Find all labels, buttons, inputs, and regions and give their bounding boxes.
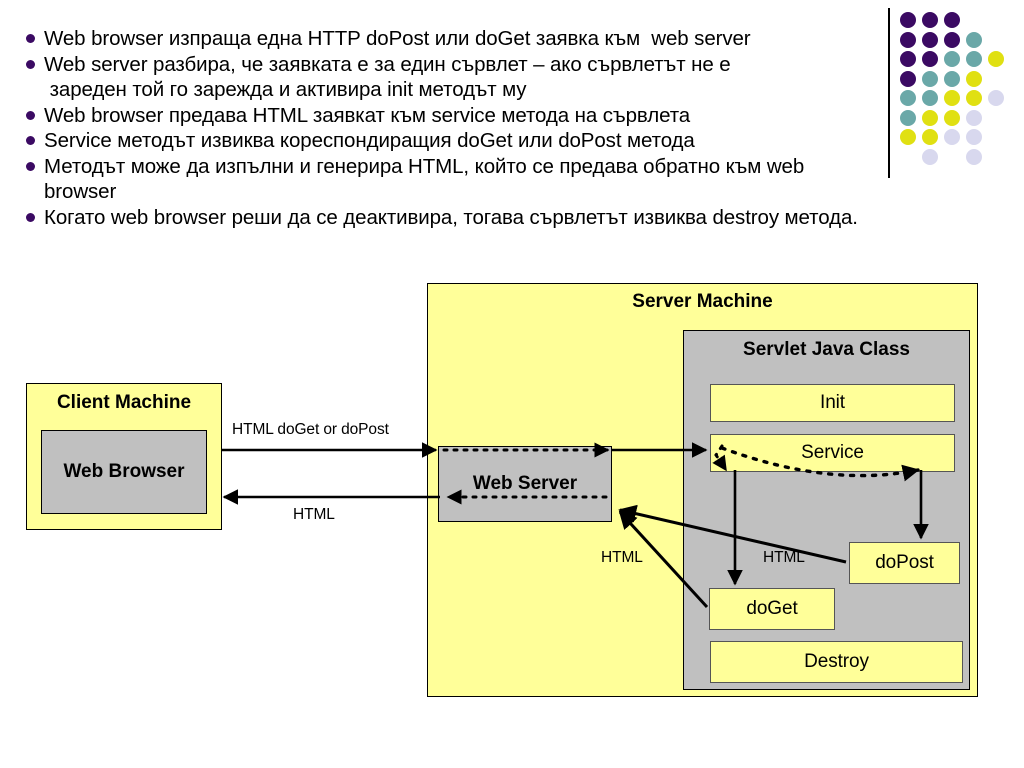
bullet-dot-icon [26, 59, 35, 69]
dot-teal-icon [900, 109, 916, 126]
dot-purple-icon [944, 31, 960, 48]
dot-lavender-icon [966, 148, 982, 165]
bullet-text: Web browser изпраща една HTTP doPost или… [44, 27, 751, 50]
dot-lavender-icon [988, 90, 1004, 106]
bullet-text: Web server разбира, че заявката е за еди… [44, 52, 731, 102]
bullet-dot-icon [26, 161, 35, 171]
bullet-dot-icon [26, 34, 35, 43]
server-machine-title: Server Machine [632, 291, 773, 312]
bullet-dot-icon [26, 136, 35, 145]
list-item: Когато web browser реши да се деактивира… [26, 205, 886, 231]
dot-row [900, 12, 1010, 32]
dot-row [900, 109, 1010, 130]
list-item: Service методът извиква кореспондиращия … [26, 128, 886, 154]
dot-grid-icon [900, 12, 1010, 168]
edge-label-response-doget: HTML [601, 549, 643, 566]
dot-purple-icon [900, 51, 916, 67]
dot-lavender-icon [922, 148, 938, 165]
method-box-destroy: Destroy [710, 641, 963, 683]
dot-purple-icon [900, 31, 916, 48]
dot-row [900, 70, 1010, 91]
list-item: Web browser предава HTML заявкат към ser… [26, 103, 886, 129]
dot-teal-icon [944, 51, 960, 67]
dot-purple-icon [922, 12, 938, 28]
dot-yellow-icon [944, 109, 960, 126]
dot-yellow-icon [900, 129, 916, 145]
dot-yellow-icon [988, 51, 1004, 67]
dot-purple-icon [944, 12, 960, 28]
dot-row [900, 148, 1010, 169]
dot-teal-icon [966, 31, 982, 48]
dot-purple-icon [922, 51, 938, 67]
list-item: Методът може да изпълни и генерира HTML,… [26, 154, 886, 205]
dot-row [900, 90, 1010, 110]
dot-purple-icon [922, 31, 938, 48]
dot-yellow-icon [922, 109, 938, 126]
bullet-text: Web browser предава HTML заявкат към ser… [44, 103, 691, 127]
dot-yellow-icon [922, 129, 938, 145]
web-browser-box: Web Browser [41, 430, 207, 514]
dot-teal-icon [900, 90, 916, 106]
dot-row [900, 129, 1010, 149]
bullet-text: Методът може да изпълни и генерира HTML,… [44, 154, 805, 204]
vertical-divider [888, 8, 890, 178]
dot-lavender-icon [966, 129, 982, 145]
edge-label-request: HTML doGet or doPost [232, 421, 389, 438]
dot-teal-icon [966, 51, 982, 67]
method-box-service: Service [710, 434, 955, 472]
dot-lavender-icon [966, 109, 982, 126]
dot-teal-icon [922, 90, 938, 106]
dot-row [900, 31, 1010, 52]
servlet-java-class-title: Servlet Java Class [743, 339, 910, 360]
bullet-dot-icon [26, 212, 35, 222]
bullet-dot-icon [26, 110, 35, 120]
dot-teal-icon [944, 70, 960, 87]
method-box-init: Init [710, 384, 955, 422]
dot-yellow-icon [966, 90, 982, 106]
dot-purple-icon [900, 12, 916, 28]
dot-yellow-icon [944, 90, 960, 106]
edge-label-response-dopost: HTML [763, 549, 805, 566]
decoration-panel [888, 0, 1024, 178]
method-box-dopost: doPost [849, 542, 960, 584]
client-machine-title: Client Machine [56, 392, 192, 413]
web-server-box: Web Server [438, 446, 612, 522]
dot-yellow-icon [966, 70, 982, 87]
list-item: Web server разбира, че заявката е за еди… [26, 52, 886, 103]
dot-lavender-icon [944, 129, 960, 145]
bullet-text: Service методът извиква кореспондиращия … [44, 129, 695, 152]
dot-row [900, 51, 1010, 71]
edge-label-response-client: HTML [293, 506, 335, 523]
dot-teal-icon [922, 70, 938, 87]
bullet-text: Когато web browser реши да се деактивира… [44, 205, 858, 229]
list-item: Web browser изпраща една HTTP doPost или… [26, 26, 886, 52]
dot-purple-icon [900, 70, 916, 87]
method-box-doget: doGet [709, 588, 835, 630]
bullet-list: Web browser изпраща една HTTP doPost или… [26, 26, 886, 230]
